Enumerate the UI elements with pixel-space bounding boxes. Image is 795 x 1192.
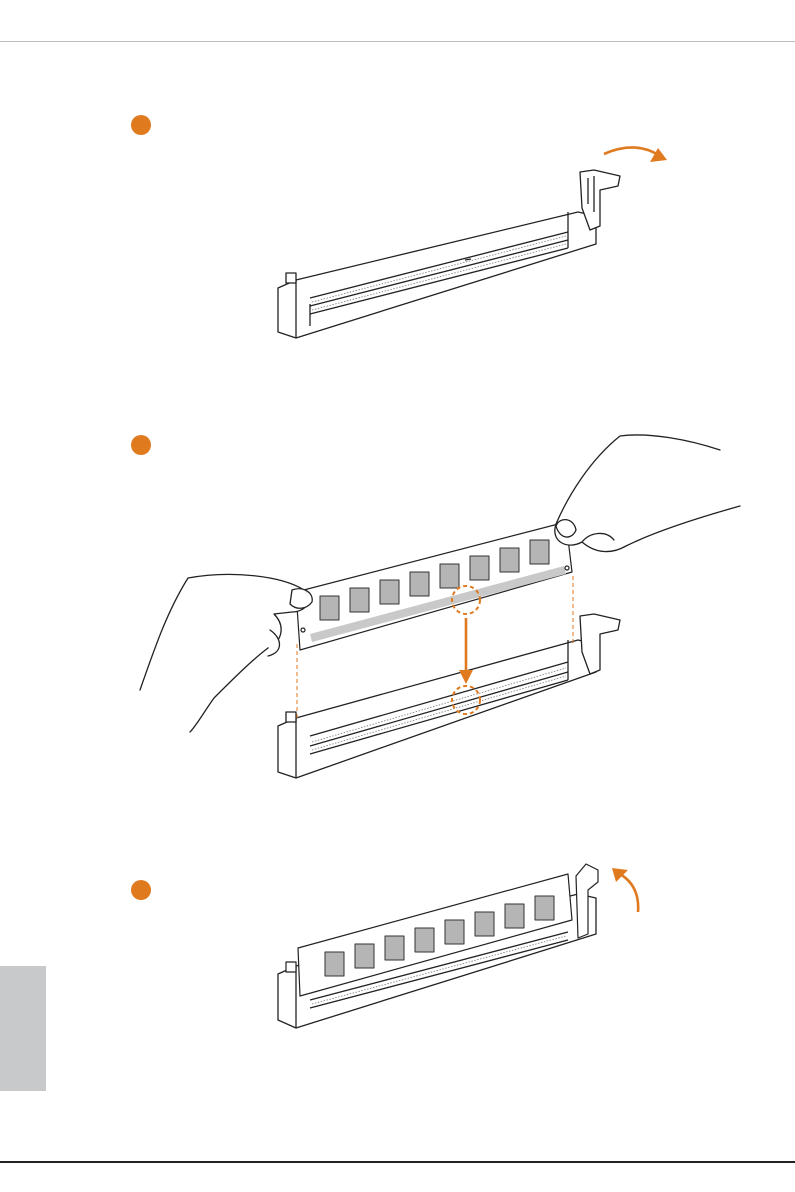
dimm-slot bbox=[278, 212, 596, 338]
step-3-illustration bbox=[0, 850, 795, 1050]
right-hand bbox=[555, 435, 740, 552]
step-1-illustration bbox=[0, 120, 795, 480]
open-latch-arrow bbox=[604, 147, 660, 156]
language-side-tab bbox=[0, 966, 46, 1091]
left-hand bbox=[140, 574, 312, 732]
step-2-illustration bbox=[0, 430, 795, 790]
close-latch-arrow bbox=[620, 874, 638, 912]
header-rule bbox=[0, 41, 795, 42]
footer-rule bbox=[0, 1161, 795, 1163]
